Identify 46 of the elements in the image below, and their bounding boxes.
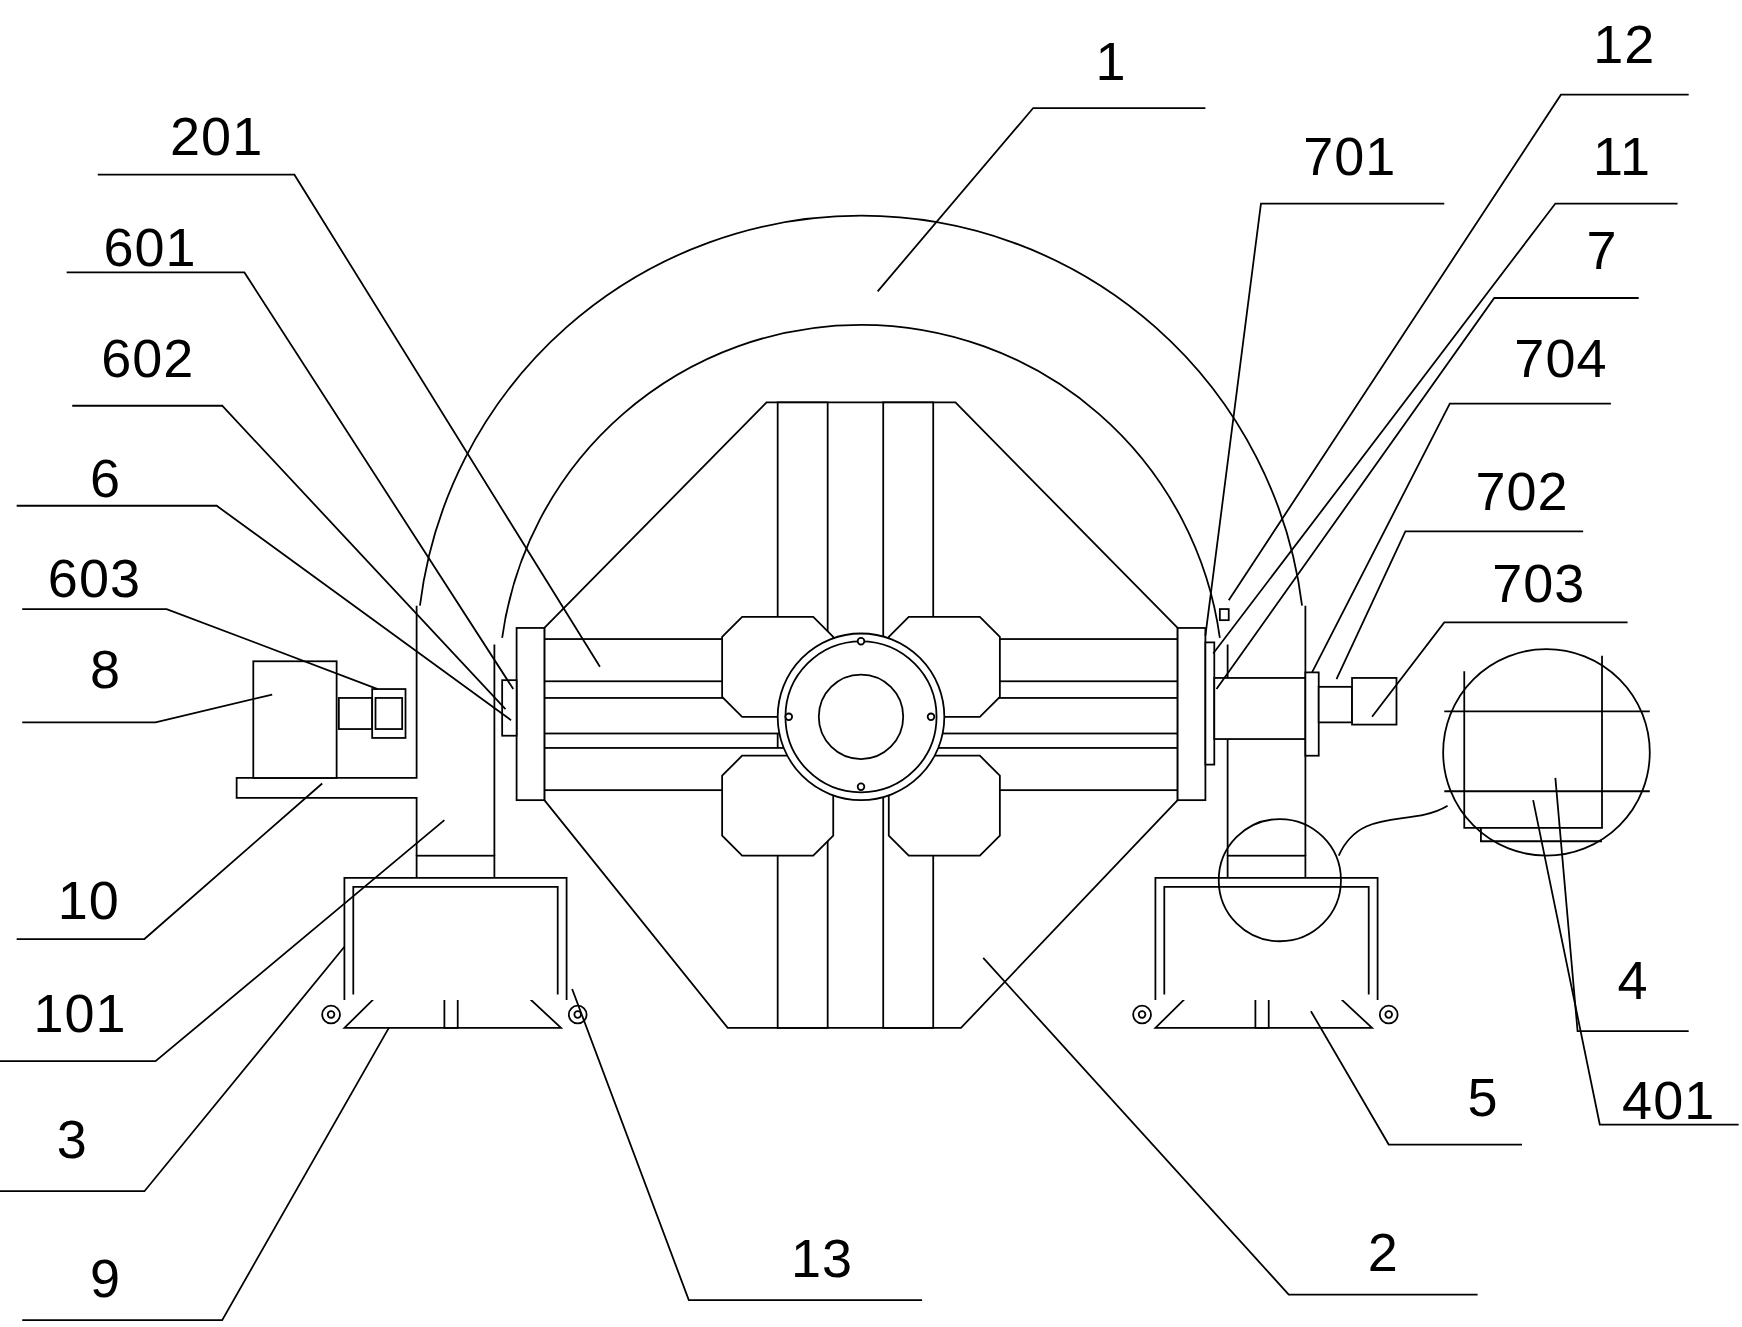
callout-number: 4 [1617, 952, 1649, 1007]
leader-line [21, 608, 379, 690]
leader-line [1554, 777, 1690, 1033]
callout-number: 201 [170, 108, 264, 163]
leader-line [21, 1027, 390, 1321]
callout-number: 703 [1492, 556, 1586, 611]
callout-number: 1 [1095, 34, 1127, 89]
leader-line [1215, 297, 1640, 690]
leader-line [1371, 621, 1629, 718]
leader-line [15, 782, 324, 940]
callout-number: 5 [1467, 1069, 1499, 1124]
callout-number: 9 [90, 1250, 122, 1305]
callout-number: 6 [90, 450, 122, 505]
callout-number: 3 [56, 1111, 88, 1166]
leader-line [0, 819, 446, 1063]
callout-number: 603 [47, 550, 141, 605]
callout-number: 7 [1586, 222, 1618, 277]
leader-line [65, 271, 515, 690]
leader-line [1212, 202, 1679, 655]
callout-number: 701 [1303, 128, 1397, 183]
leader-line [0, 945, 346, 1193]
callout-number: 704 [1514, 330, 1608, 385]
callout-number: 101 [33, 986, 127, 1041]
leader-line [71, 404, 507, 710]
callout-number: 601 [103, 219, 197, 274]
leader-line [1227, 93, 1690, 602]
leader-line [982, 957, 1479, 1296]
leader-line [21, 693, 274, 724]
leader-line [96, 173, 601, 668]
leader-line [15, 504, 512, 722]
leader-line [1311, 402, 1612, 674]
callout-number: 11 [1592, 128, 1652, 183]
callout-number: 10 [57, 872, 120, 927]
callout-number: 2 [1367, 1225, 1399, 1280]
leader-line [876, 107, 1207, 293]
leader-line [1310, 1010, 1523, 1146]
callout-number: 702 [1475, 464, 1569, 519]
leader-line [1335, 530, 1585, 680]
callout-number: 401 [1622, 1072, 1716, 1127]
leader-line [571, 988, 923, 1301]
leader-line [1204, 202, 1446, 637]
leader-line [1532, 799, 1740, 1126]
callout-number: 13 [791, 1230, 854, 1285]
callout-number: 8 [90, 641, 122, 696]
callout-number: 602 [101, 330, 195, 385]
callout-number: 12 [1593, 17, 1656, 72]
